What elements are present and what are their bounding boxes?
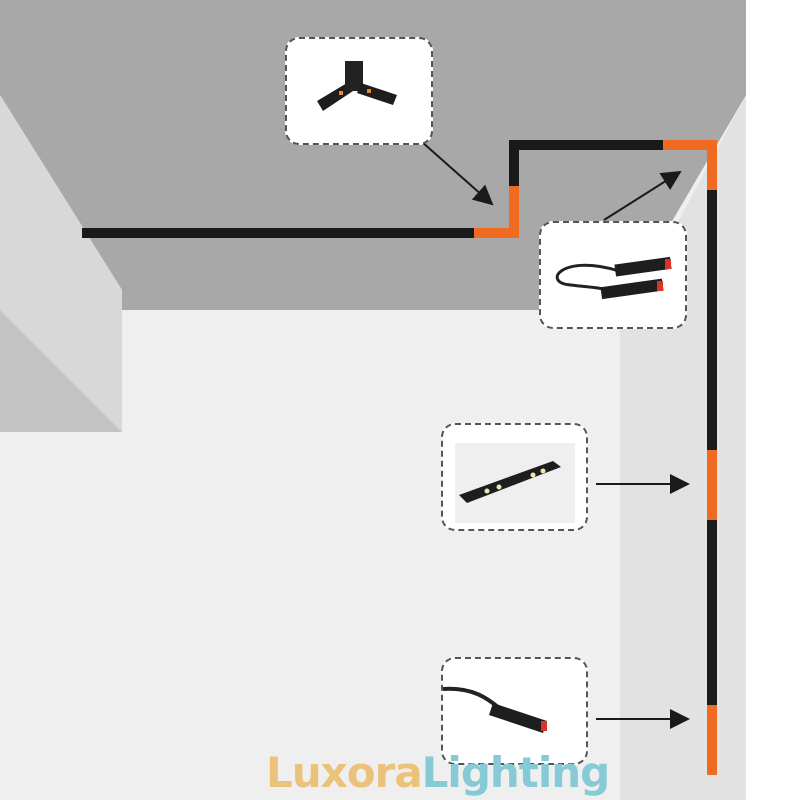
callout-l-corner-connector — [285, 37, 433, 145]
connector-segment — [474, 228, 519, 238]
connector-segment — [707, 705, 717, 775]
left-wall-beam — [0, 95, 122, 432]
l-connector-icon — [317, 61, 397, 111]
track-system — [82, 140, 717, 775]
connector-segment — [707, 450, 717, 520]
arrow — [421, 141, 494, 206]
brand-logo: LuxoraLighting — [266, 748, 611, 797]
logo-part-1: Luxora — [266, 748, 423, 797]
track-segment — [509, 140, 665, 150]
connector-segment — [707, 140, 717, 190]
track-segment — [707, 520, 717, 705]
callout-flexible-cable-connector — [539, 221, 687, 329]
track-segment — [82, 228, 477, 238]
power-connector-icon — [442, 686, 547, 733]
callout-power-feed-connector — [441, 657, 588, 765]
track-segment — [509, 140, 519, 186]
callout-straight-connector — [441, 423, 588, 531]
connector-segment — [509, 185, 519, 238]
straight-connector-icon — [459, 461, 561, 503]
connector-segment — [663, 140, 717, 150]
arrow — [603, 170, 682, 221]
logo-part-2: Lighting — [421, 748, 611, 797]
beam-shadow — [0, 310, 122, 432]
track-segment — [707, 190, 717, 450]
cable-connector-icon — [555, 256, 672, 300]
